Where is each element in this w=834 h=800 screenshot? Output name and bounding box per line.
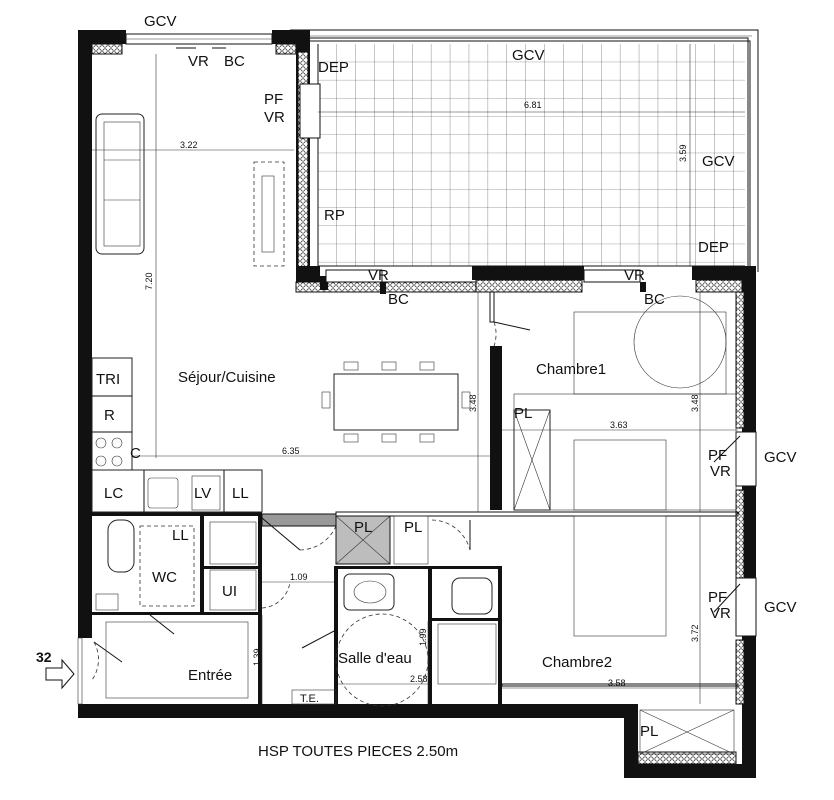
dim-363: 3.63 — [610, 420, 628, 430]
washbasin — [343, 573, 395, 611]
entry-marker: 32 — [36, 649, 75, 690]
code-pf-chambre1: PF — [708, 447, 727, 464]
terrace — [290, 29, 759, 272]
unit-number: 32 — [36, 649, 52, 665]
code-tri: TRI — [96, 371, 120, 388]
dim-348-right: 3.48 — [690, 394, 700, 412]
code-pl-bottom: PL — [640, 723, 658, 740]
code-pl-shaft: PL — [354, 519, 372, 536]
windows — [125, 33, 757, 637]
code-pl-bath: PL — [404, 519, 422, 536]
code-vr-chambre1: VR — [710, 463, 731, 480]
dim-358: 3.58 — [608, 678, 626, 688]
code-bc-top: BC — [224, 53, 245, 70]
dim-109: 1.09 — [290, 572, 308, 582]
code-te: T.E. — [300, 693, 319, 705]
entry-arrow-icon — [45, 658, 75, 690]
code-pf-chambre2: PF — [708, 589, 727, 606]
code-ui: UI — [222, 583, 237, 600]
room-label-sejour: Séjour/Cuisine — [178, 369, 276, 386]
code-gcv-right-top: GCV — [702, 153, 735, 170]
code-vr-sejour: VR — [264, 109, 285, 126]
code-gcv-chambre2: GCV — [764, 599, 797, 616]
room-label-entree: Entrée — [188, 667, 232, 684]
dim-199: 1.99 — [418, 628, 428, 646]
code-gcv-chambre1: GCV — [764, 449, 797, 466]
code-ll-kitchen: LL — [232, 485, 249, 502]
code-c: C — [130, 445, 141, 462]
sink — [147, 477, 179, 509]
code-lc: LC — [104, 485, 123, 502]
sofa — [95, 113, 145, 255]
dim-372: 3.72 — [690, 624, 700, 642]
code-r: R — [104, 407, 115, 424]
dim-139: 1.39 — [252, 648, 262, 666]
exterior-walls — [77, 30, 756, 778]
code-vr-terrace-left: VR — [368, 267, 389, 284]
dimension-lines — [92, 44, 745, 704]
code-pf-sejour: PF — [264, 91, 283, 108]
code-dep-top: DEP — [318, 59, 349, 76]
bed-2 — [573, 515, 667, 637]
code-gcv-terrace: GCV — [512, 47, 545, 64]
code-bc-terrace-left: BC — [388, 291, 409, 308]
dim-322: 3.22 — [180, 140, 198, 150]
dim-635: 6.35 — [282, 446, 300, 456]
ceiling-height-note: HSP TOUTES PIECES 2.50m — [258, 743, 458, 760]
coffee-table — [253, 161, 285, 267]
doors — [91, 321, 741, 681]
room-label-chambre2: Chambre2 — [542, 654, 612, 671]
code-rp: RP — [324, 207, 345, 224]
dim-720: 7.20 — [144, 272, 154, 290]
code-vr-terrace-right: VR — [624, 267, 645, 284]
cooktop — [95, 437, 123, 467]
code-gcv-top: GCV — [144, 13, 177, 30]
dimension-labels: 3.22 6.81 3.59 7.20 3.48 3.48 3.63 6.35 … — [144, 100, 700, 688]
room-labels: Séjour/Cuisine Chambre1 Chambre2 WC Entr… — [152, 361, 612, 684]
code-vr-top: VR — [188, 53, 209, 70]
code-lv: LV — [194, 485, 211, 502]
furniture — [91, 113, 737, 755]
room-label-wc: WC — [152, 569, 177, 586]
toilet — [107, 519, 135, 573]
shower — [437, 623, 497, 685]
code-dep-bottom: DEP — [698, 239, 729, 256]
room-label-salle-eau: Salle d'eau — [338, 650, 412, 667]
code-vr-chambre2: VR — [710, 605, 731, 622]
code-pl-chambre1: PL — [514, 405, 532, 422]
room-label-chambre1: Chambre1 — [536, 361, 606, 378]
code-bc-terrace-right: BC — [644, 291, 665, 308]
code-ll-wc: LL — [172, 527, 189, 544]
dim-258: 2.58 — [410, 674, 428, 684]
dining-table — [333, 373, 459, 431]
dim-348-left: 3.48 — [468, 394, 478, 412]
dim-681: 6.81 — [524, 100, 542, 110]
interior-walls — [92, 291, 739, 706]
equipment-codes: GCV VR BC GCV DEP PF VR GCV RP DEP VR BC… — [96, 13, 797, 740]
dim-359: 3.59 — [678, 144, 688, 162]
